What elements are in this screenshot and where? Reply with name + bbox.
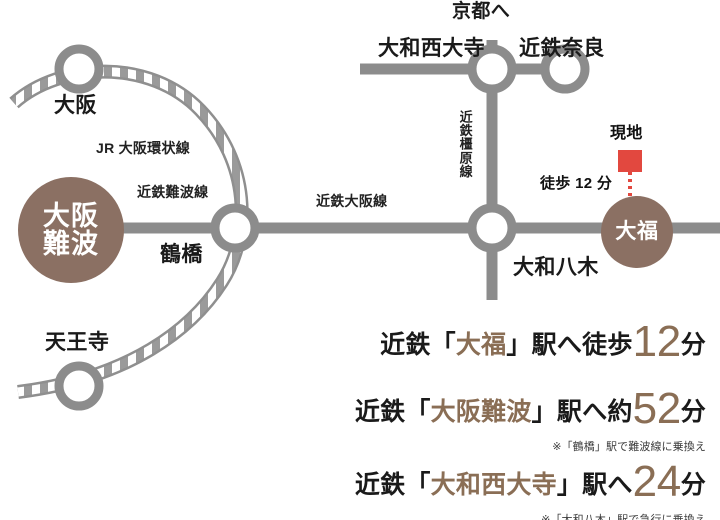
station-label-osaka-namba-line2: 難波 <box>42 229 100 259</box>
access-minutes: 24 <box>632 457 682 506</box>
access-unit: 分 <box>680 471 706 499</box>
access-prefix: 近鉄「 <box>354 471 431 499</box>
access-line-osaka-namba: 近鉄「大阪難波」駅へ約52分 <box>354 384 706 433</box>
station-label-yamato-saidaiji: 大和西大寺 <box>378 37 486 60</box>
station-ring-tsuruhashi <box>210 203 260 253</box>
station-label-kintetsu-nara: 近鉄奈良 <box>519 37 605 60</box>
station-label-tsuruhashi: 鶴橋 <box>160 243 203 266</box>
station-ring-kintetsu-nara <box>540 44 590 94</box>
station-ring-yamato-saidaiji <box>467 44 517 94</box>
access-unit: 分 <box>680 331 706 359</box>
access-note-yamato-saidaiji: ※「大和八木」駅で急行に乗換え <box>355 511 706 520</box>
station-label-tennoji: 天王寺 <box>45 331 110 354</box>
access-unit: 分 <box>680 398 706 426</box>
access-prefix: 近鉄「 <box>354 398 431 426</box>
access-middle: 」駅へ <box>556 471 633 499</box>
access-note-osaka-namba: ※「鶴橋」駅で難波線に乗換え <box>552 441 706 454</box>
station-label-yamato-yagi: 大和八木 <box>513 256 599 279</box>
station-label-osaka: 大阪 <box>54 94 97 117</box>
site-label: 現地 <box>610 125 643 142</box>
station-ring-tennoji <box>54 361 104 411</box>
jr-loop-line <box>9 64 249 399</box>
line-label-kintetsu-namba: 近鉄難波線 <box>137 184 209 200</box>
access-minutes: 52 <box>632 384 682 433</box>
station-label-daifuku: 大福 <box>615 219 659 243</box>
station-label-osaka-namba-line1: 大阪 <box>42 200 100 231</box>
station-rings <box>54 44 590 411</box>
station-ring-yamato-yagi <box>467 203 517 253</box>
walk-time-label: 徒歩 12 分 <box>540 175 613 192</box>
access-station-name: 大福 <box>455 331 507 359</box>
access-line-yamato-saidaiji: 近鉄「大和西大寺」駅へ24分 <box>354 457 706 506</box>
access-row-daifuku: 近鉄「大福」駅へ徒歩12分 <box>380 317 706 366</box>
access-station-name: 大阪難波 <box>430 398 532 426</box>
station-ring-osaka <box>54 44 104 94</box>
access-station-name: 大和西大寺 <box>430 471 557 499</box>
site-location-marker-icon <box>618 150 642 172</box>
access-middle: 」駅へ徒歩 <box>506 331 633 359</box>
line-label-kintetsu-kashihara: 近鉄橿原線 <box>457 110 473 179</box>
access-middle: 」駅へ約 <box>531 398 633 426</box>
access-row-yamato-saidaiji: 近鉄「大和西大寺」駅へ24分 ※「大和八木」駅で急行に乗換え <box>354 457 706 520</box>
access-minutes: 12 <box>632 317 682 366</box>
line-label-jr-osaka-loop: JR 大阪環状線 <box>96 140 191 156</box>
line-label-kintetsu-osaka: 近鉄大阪線 <box>316 193 388 209</box>
station-circle-osaka-namba: 大阪 難波 <box>18 177 124 283</box>
access-row-osaka-namba: 近鉄「大阪難波」駅へ約52分 ※「鶴橋」駅で難波線に乗換え <box>354 384 706 454</box>
access-prefix: 近鉄「 <box>380 331 456 359</box>
station-circle-daifuku: 大福 <box>601 196 673 268</box>
access-line-daifuku: 近鉄「大福」駅へ徒歩12分 <box>380 317 706 366</box>
destination-label-kyoto: 京都へ <box>452 1 511 22</box>
